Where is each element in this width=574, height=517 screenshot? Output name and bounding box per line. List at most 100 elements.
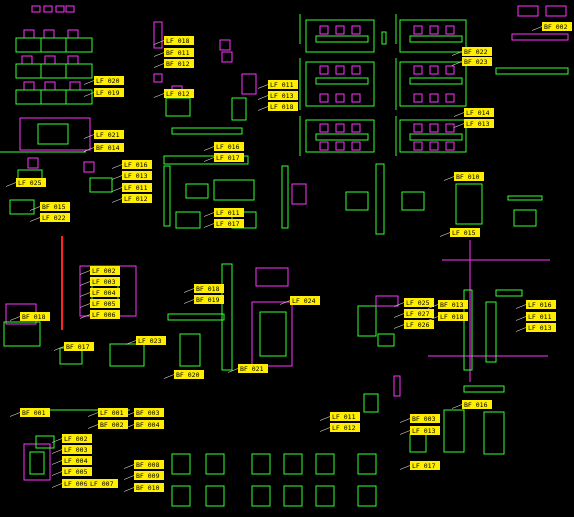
label-tag-lbl-lf016-c: LF 016	[203, 142, 244, 151]
label-leader-line	[515, 304, 527, 309]
label-leader-line	[83, 80, 95, 85]
label-background	[268, 80, 298, 89]
label-tag-lbl-lf025: LF 025	[5, 178, 46, 187]
label-background	[454, 172, 484, 181]
label-tag-lbl-lf013-a: LF 013	[257, 91, 298, 100]
label-tag-lbl-lf019: LF 019	[83, 88, 124, 97]
label-leader-line	[51, 449, 63, 454]
label-background	[62, 467, 92, 476]
label-background	[526, 312, 556, 321]
label-leader-line	[5, 182, 17, 187]
label-background	[410, 414, 440, 423]
label-leader-line	[257, 95, 269, 100]
label-background	[164, 36, 194, 45]
label-tag-lbl-lf013-d: LF 013	[399, 426, 440, 435]
label-tag-lbl-bf010-b: BF 010	[123, 483, 164, 492]
label-tag-lbl-lf011-b: LF 011	[111, 183, 152, 192]
label-leader-line	[153, 40, 165, 45]
label-tag-lbl-bf016: BF 016	[451, 400, 492, 409]
label-text: BF 004	[136, 421, 160, 429]
label-background	[40, 213, 70, 222]
label-tag-lbl-lf002-b: LF 002	[51, 434, 92, 443]
label-background	[330, 423, 360, 432]
label-text: LF 018	[166, 37, 190, 45]
label-text: LF 016	[216, 143, 240, 151]
label-leader-line	[451, 404, 463, 409]
label-tag-lbl-lf012-b: LF 012	[111, 194, 152, 203]
label-text: LF 006	[92, 311, 116, 319]
label-background	[134, 471, 164, 480]
label-leader-line	[257, 106, 269, 111]
label-leader-line	[111, 187, 123, 192]
label-tag-lbl-lf005-a: LF 005	[79, 299, 120, 308]
label-leader-line	[111, 164, 123, 169]
label-tag-lbl-lf004-b: LF 004	[51, 456, 92, 465]
label-tag-lbl-lf016-b: LF 016	[111, 160, 152, 169]
label-text: LF 018	[270, 103, 294, 111]
label-text: BF 019	[196, 296, 220, 304]
label-leader-line	[79, 270, 91, 275]
label-leader-line	[123, 464, 135, 469]
label-tag-lbl-lf013-b: LF 013	[111, 171, 152, 180]
label-leader-line	[163, 374, 175, 379]
label-background	[214, 142, 244, 151]
label-tag-lbl-lf006-b: LF 006	[51, 479, 92, 488]
label-leader-line	[183, 299, 195, 304]
label-text: LF 003	[64, 446, 88, 454]
label-background	[462, 400, 492, 409]
label-background	[20, 408, 50, 417]
label-text: LF 012	[166, 90, 190, 98]
label-text: LF 011	[528, 313, 552, 321]
label-tag-lbl-lf021: LF 021	[83, 130, 124, 139]
label-leader-line	[79, 314, 91, 319]
label-background	[122, 183, 152, 192]
label-text: LF 013	[528, 324, 552, 332]
label-tag-lbl-lf011-c: LF 011	[203, 208, 244, 217]
label-text: BF 009	[136, 472, 160, 480]
label-leader-line	[51, 471, 63, 476]
label-tag-lbl-bf019: BF 019	[183, 295, 224, 304]
label-text: BF 010	[136, 484, 160, 492]
label-leader-line	[399, 430, 411, 435]
label-leader-line	[79, 292, 91, 297]
label-leader-line	[393, 302, 405, 307]
label-background	[62, 479, 92, 488]
label-background	[462, 47, 492, 56]
label-text: BF 003	[412, 415, 436, 423]
label-text: LF 017	[216, 220, 240, 228]
label-tag-lbl-lf027: LF 027	[393, 309, 434, 318]
label-background	[90, 299, 120, 308]
label-tag-lbl-lf014-r: LF 014	[453, 108, 494, 117]
label-leader-line	[531, 26, 543, 31]
label-text: BF 018	[22, 313, 46, 321]
label-leader-line	[203, 157, 215, 162]
label-text: LF 004	[64, 457, 88, 465]
label-text: BF 008	[136, 461, 160, 469]
label-background	[410, 426, 440, 435]
label-background	[94, 130, 124, 139]
label-text: LF 005	[64, 468, 88, 476]
label-text: LF 011	[124, 184, 148, 192]
label-text: BF 013	[440, 301, 464, 309]
label-text: LF 019	[96, 89, 120, 97]
label-leader-line	[9, 316, 21, 321]
label-background	[542, 22, 572, 31]
label-background	[122, 160, 152, 169]
label-background	[438, 300, 468, 309]
label-text: LF 021	[96, 131, 120, 139]
label-leader-line	[453, 112, 465, 117]
label-tag-lbl-lf007: LF 007	[77, 479, 118, 488]
label-background	[194, 295, 224, 304]
label-background	[462, 57, 492, 66]
label-background	[90, 310, 120, 319]
label-tag-lbl-bf009: BF 009	[123, 471, 164, 480]
label-background	[464, 108, 494, 117]
label-leader-line	[9, 412, 21, 417]
label-tag-lbl-lf001: LF 001	[87, 408, 128, 417]
label-leader-line	[203, 212, 215, 217]
label-text: LF 002	[92, 267, 116, 275]
label-tag-lbl-lf024: LF 024	[279, 296, 320, 305]
label-text: LF 006	[64, 480, 88, 488]
label-leader-line	[87, 412, 99, 417]
